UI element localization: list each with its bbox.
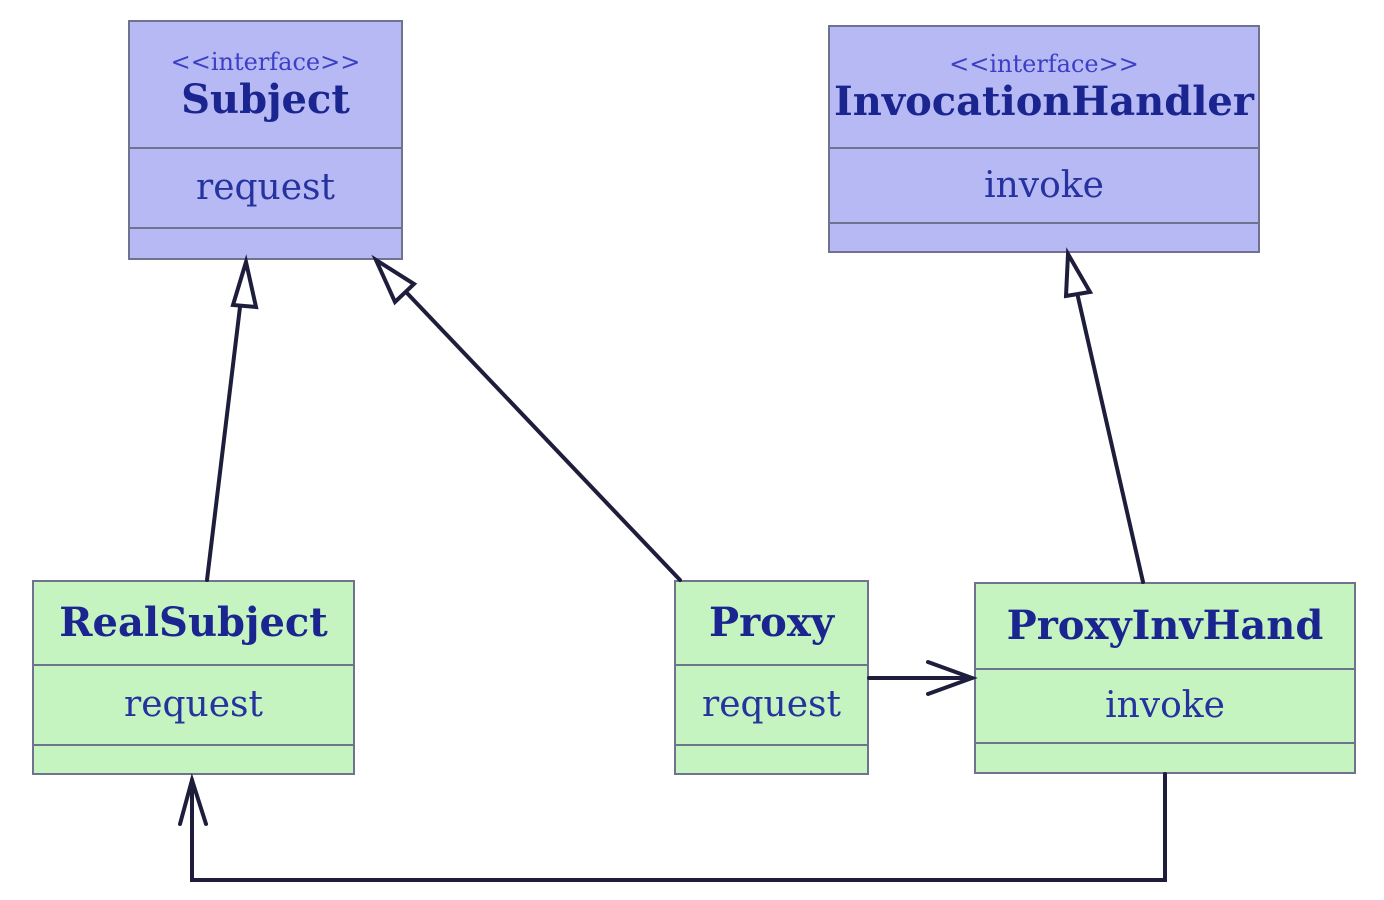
class-proxy-inv-hand[interactable]: ProxyInvHand invoke [974, 582, 1356, 774]
realization-real-subject-to-subject [205, 305, 242, 582]
subject-operations: request [130, 147, 401, 227]
subject-header: <<interface>> Subject [130, 22, 401, 147]
subject-operation: request [196, 167, 335, 208]
realization-arrowhead-proxy-inv-hand [1063, 247, 1094, 299]
association-arrowhead-proxy-inv-hand [926, 660, 978, 696]
proxy-inv-hand-operations: invoke [976, 668, 1354, 742]
invocation-handler-attributes [830, 222, 1258, 251]
real-subject-attributes [34, 744, 353, 773]
real-subject-header: RealSubject [34, 582, 353, 664]
association-arrowhead-real-subject [178, 772, 208, 826]
proxy-name: Proxy [709, 599, 834, 646]
proxy-inv-hand-operation: invoke [1105, 685, 1225, 726]
proxy-operation: request [702, 684, 841, 725]
proxy-inv-hand-header: ProxyInvHand [976, 584, 1354, 668]
realization-arrowhead-real-subject [230, 254, 259, 310]
invocation-handler-name: InvocationHandler [834, 78, 1254, 125]
real-subject-operation: request [124, 684, 263, 725]
class-proxy[interactable]: Proxy request [674, 580, 869, 775]
association-proxy-inv-hand-to-real-subject [190, 772, 1167, 882]
proxy-operations: request [676, 664, 867, 744]
subject-name: Subject [181, 75, 350, 123]
proxy-header: Proxy [676, 582, 867, 664]
proxy-attributes [676, 744, 867, 773]
class-real-subject[interactable]: RealSubject request [32, 580, 355, 775]
subject-stereotype: <<interface>> [170, 47, 361, 76]
invocation-handler-header: <<interface>> InvocationHandler [830, 27, 1258, 147]
invocation-handler-stereotype: <<interface>> [949, 50, 1139, 78]
real-subject-name: RealSubject [59, 599, 328, 646]
realization-proxy-inv-hand-to-invocation-handler [1076, 295, 1145, 584]
invocation-handler-operation: invoke [984, 164, 1104, 206]
proxy-inv-hand-name: ProxyInvHand [1006, 602, 1324, 649]
proxy-inv-hand-attributes [976, 742, 1354, 772]
subject-attributes [130, 227, 401, 258]
realization-arrowhead-proxy [371, 254, 418, 306]
realization-proxy-to-subject [404, 290, 682, 582]
class-subject[interactable]: <<interface>> Subject request [128, 20, 403, 260]
class-invocation-handler[interactable]: <<interface>> InvocationHandler invoke [828, 25, 1260, 253]
invocation-handler-operations: invoke [830, 147, 1258, 222]
real-subject-operations: request [34, 664, 353, 744]
